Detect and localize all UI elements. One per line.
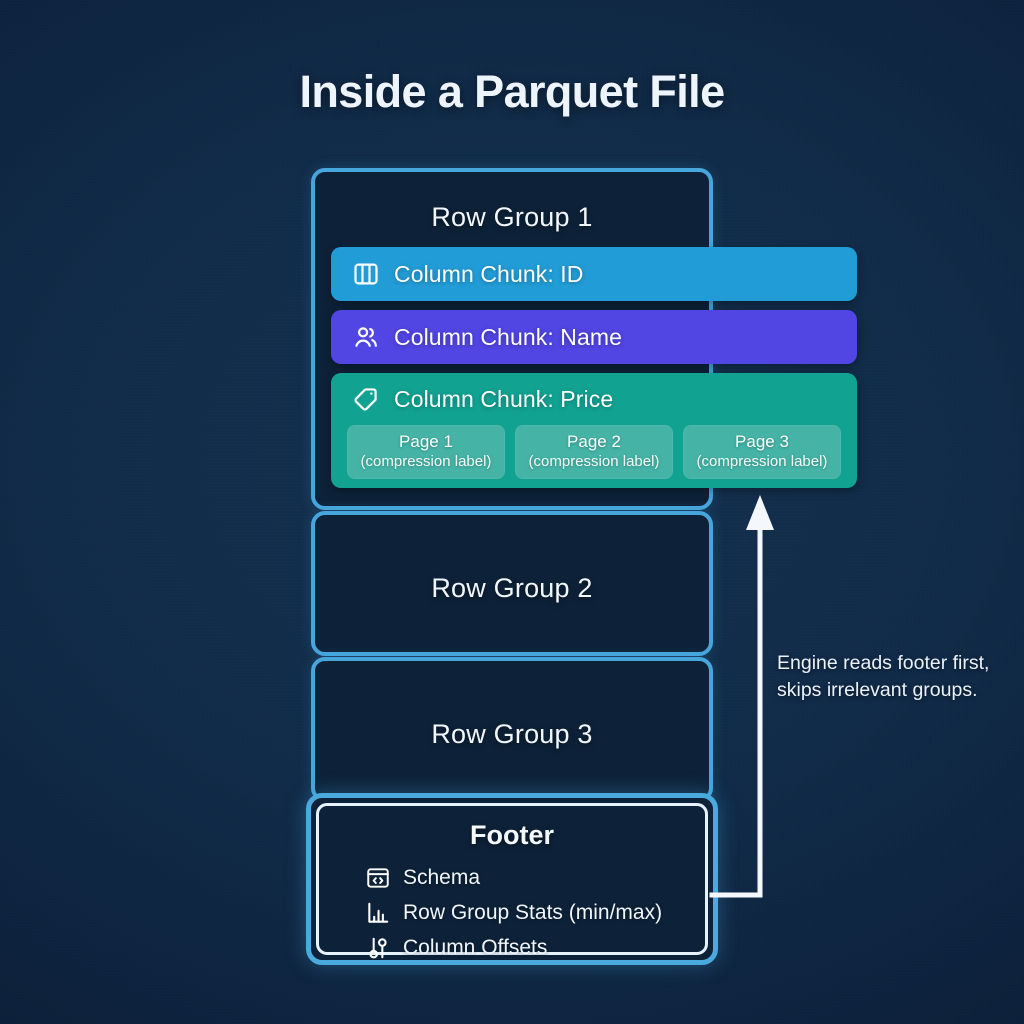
annotation-text: Engine reads footer first, skips irrelev… xyxy=(777,652,990,701)
column-chunk-id[interactable]: Column Chunk: ID xyxy=(331,247,857,301)
columns-icon xyxy=(352,260,380,288)
page-list: Page 1 (compression label) Page 2 (compr… xyxy=(331,425,857,479)
row-group-1-label: Row Group 1 xyxy=(431,202,593,232)
row-group-3-label: Row Group 3 xyxy=(431,719,593,749)
column-chunk-name-header: Column Chunk: Name xyxy=(331,323,622,351)
page-1-name: Page 1 xyxy=(399,432,453,451)
row-group-2-label: Row Group 2 xyxy=(431,573,593,603)
footer-item-row-group-stats-label: Row Group Stats (min/max) xyxy=(403,901,663,924)
users-icon xyxy=(352,323,380,351)
code-window-icon xyxy=(365,865,391,891)
tag-icon xyxy=(352,385,380,413)
page-3-name: Page 3 xyxy=(735,432,789,451)
footer-inner-ring: Footer Schema xyxy=(316,803,708,959)
column-chunk-id-label: Column Chunk: ID xyxy=(394,260,584,287)
column-chunk-price-header: Column Chunk: Price xyxy=(331,373,613,425)
page-2-compression-label: (compression label) xyxy=(528,453,660,470)
page-1-compression-label: (compression label) xyxy=(360,453,492,470)
page-box-2[interactable]: Page 2 (compression label) xyxy=(515,425,673,479)
page-title: Inside a Parquet File xyxy=(299,66,725,117)
footer-item-column-offsets-label: Column Offsets xyxy=(403,936,548,959)
column-chunk-name-label: Column Chunk: Name xyxy=(394,323,623,350)
row-group-3-box[interactable]: Row Group 3 xyxy=(311,657,713,802)
bar-chart-icon xyxy=(365,900,391,926)
column-chunk-id-header: Column Chunk: ID xyxy=(331,260,584,288)
column-chunk-name[interactable]: Column Chunk: Name xyxy=(331,310,857,364)
page-2-name: Page 2 xyxy=(567,432,621,451)
row-group-2-box[interactable]: Row Group 2 xyxy=(311,511,713,656)
page-box-3[interactable]: Page 3 (compression label) xyxy=(683,425,841,479)
footer-item-row-group-stats[interactable]: Row Group Stats (min/max) xyxy=(365,897,662,929)
page-box-1[interactable]: Page 1 (compression label) xyxy=(347,425,505,479)
sliders-icon xyxy=(365,935,391,961)
column-chunk-price-label: Column Chunk: Price xyxy=(394,385,614,412)
page-3-compression-label: (compression label) xyxy=(696,453,828,470)
footer-item-list: Schema Row Group Stats (min/max) xyxy=(365,862,662,964)
footer-item-schema-label: Schema xyxy=(403,866,481,889)
footer-title: Footer xyxy=(470,820,554,850)
footer-item-column-offsets[interactable]: Column Offsets xyxy=(365,932,662,964)
column-chunk-price[interactable]: Column Chunk: Price Page 1 (compression … xyxy=(331,373,857,488)
footer-box[interactable]: Footer Schema xyxy=(306,793,718,965)
footer-item-schema[interactable]: Schema xyxy=(365,862,662,894)
